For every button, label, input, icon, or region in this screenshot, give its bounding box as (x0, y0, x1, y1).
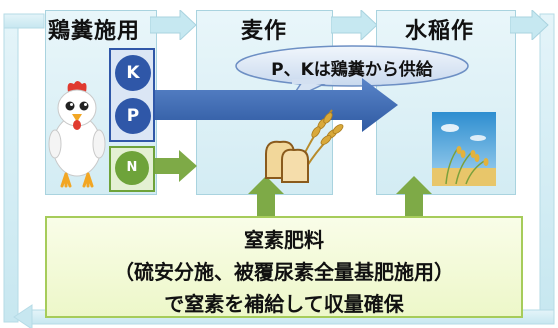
chicken-icon (48, 81, 106, 188)
rice-paddy-icon (432, 112, 496, 186)
green-arrow-up-rice (396, 176, 432, 218)
fertilizer-method: （硫安分施、被覆尿素全量基肥施用） (114, 260, 454, 284)
green-arrow-right (155, 150, 197, 182)
callout-bubble (235, 45, 469, 102)
blue-supply-arrow (150, 78, 398, 132)
manure-title: 鶏糞施用 (48, 19, 141, 44)
flow-arrow-1 (150, 10, 197, 40)
nutrient-p-label: P (126, 106, 140, 126)
callout-text: P、Kは鶏糞から供給 (271, 60, 433, 80)
wheat-bread-icon (265, 109, 344, 183)
nutrient-n-label: N (126, 160, 138, 175)
green-arrow-up-wheat (248, 176, 284, 218)
nutrient-n: N (115, 151, 149, 185)
wheat-title: 麦作 (241, 19, 288, 44)
fertilizer-heading: 窒素肥料 (244, 228, 324, 252)
nutrient-p: P (115, 98, 151, 134)
nutrient-k-label: K (126, 63, 140, 83)
nitrogen-fertilizer-box: 窒素肥料 （硫安分施、被覆尿素全量基肥施用） で窒素を補給して収量確保 (45, 216, 523, 318)
flow-arrow-2 (331, 10, 378, 40)
fertilizer-purpose: で窒素を補給して収量確保 (164, 292, 404, 316)
flow-arrow-3 (510, 10, 549, 40)
nutrient-k: K (115, 55, 151, 91)
rice-title: 水稲作 (405, 19, 475, 44)
